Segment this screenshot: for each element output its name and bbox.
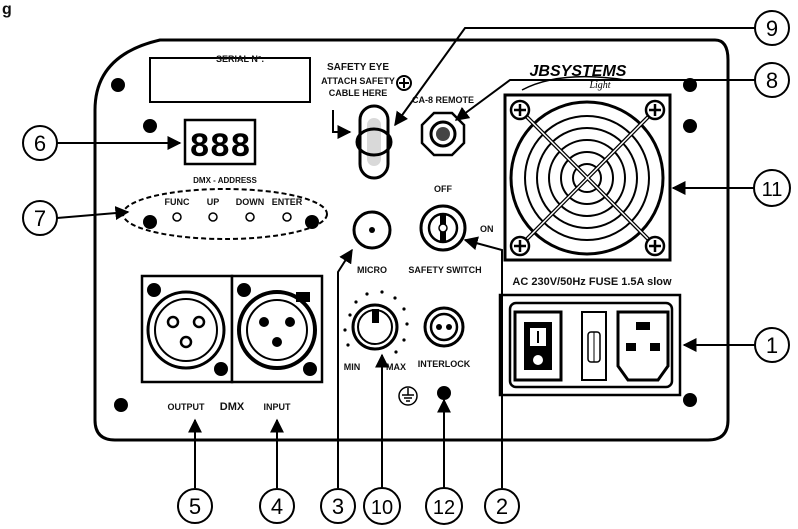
serial-plate — [149, 57, 311, 103]
safety-eye-title: SAFETY EYE — [327, 62, 389, 73]
callout-12: 12 — [433, 497, 455, 519]
interlock-label: INTERLOCK — [418, 359, 471, 369]
callout-8: 8 — [766, 68, 778, 93]
interlock-connector[interactable] — [423, 306, 465, 348]
header-title: g — [2, 1, 12, 18]
callout-3: 3 — [332, 494, 344, 519]
callout-10-circle — [363, 487, 401, 525]
callout-11-circle — [753, 169, 791, 207]
serial-label: SERIAL N°. — [216, 54, 264, 64]
safety-eye-arrow — [332, 110, 352, 139]
func-button[interactable] — [172, 212, 182, 222]
callout-4: 4 — [271, 494, 283, 519]
micro-sensitivity-knob[interactable] — [343, 290, 409, 354]
callout-5-circle — [177, 488, 213, 524]
iec-socket[interactable] — [616, 310, 670, 382]
down-button[interactable] — [245, 212, 255, 222]
interlock-cable-icon — [437, 386, 451, 400]
dmx-display — [183, 118, 257, 166]
panel-screws — [111, 78, 697, 412]
display-digits: 888 — [189, 129, 250, 167]
brand-name: JBSYSTEMS — [530, 63, 627, 80]
dmx-input-label: INPUT — [264, 402, 292, 412]
callout-9: 9 — [766, 16, 778, 41]
safety-switch-label: SAFETY SWITCH — [408, 265, 481, 275]
callout-1-circle — [754, 327, 790, 363]
menu-buttons — [172, 212, 292, 222]
safety-key-switch[interactable] — [419, 204, 467, 252]
button-label-func: FUNC — [165, 197, 190, 207]
safety-eye-line1: ATTACH SAFETY — [321, 76, 395, 86]
dmx-address-label: DMX - ADDRESS — [193, 176, 257, 185]
callout-1: 1 — [766, 333, 778, 358]
callout-7-circle — [22, 200, 58, 236]
callout-4-circle — [259, 488, 295, 524]
power-spec-label: AC 230V/50Hz FUSE 1.5A slow — [512, 276, 672, 288]
button-label-up: UP — [207, 197, 220, 207]
callout-leaders — [56, 27, 755, 488]
button-label-down: DOWN — [236, 197, 265, 207]
callout-12-circle — [425, 487, 463, 525]
remote-connector[interactable] — [420, 111, 466, 157]
callout-7: 7 — [34, 206, 46, 231]
power-switch[interactable] — [513, 310, 563, 382]
fuse-holder-icon — [581, 311, 607, 381]
ground-screw-icon — [396, 75, 412, 91]
switch-on-label: ON — [480, 224, 494, 234]
callout-6-circle — [22, 125, 58, 161]
brand-sub: Light — [588, 80, 610, 91]
dmx-output-label: OUTPUT — [168, 402, 206, 412]
switch-off-label: OFF — [434, 184, 452, 194]
up-button[interactable] — [208, 212, 218, 222]
callout-numbers: 9 8 6 7 11 1 5 4 3 10 12 2 — [34, 16, 783, 519]
callout-5: 5 — [189, 494, 201, 519]
dmx-label: DMX — [220, 401, 245, 413]
fan-grille — [503, 93, 672, 262]
micro-label: MICRO — [357, 265, 387, 275]
dmx-input-connector[interactable] — [230, 274, 324, 384]
knob-max-label: MAX — [386, 362, 406, 372]
micro-sensor — [352, 210, 392, 250]
safety-eye-icon — [355, 104, 393, 180]
callout-3-circle — [320, 488, 356, 524]
callout-10: 10 — [371, 497, 393, 519]
callout-9-circle — [754, 10, 790, 46]
callout-11: 11 — [762, 179, 783, 201]
safety-eye-line2: CABLE HERE — [329, 88, 388, 98]
button-label-enter: ENTER — [272, 197, 303, 207]
callout-6: 6 — [34, 131, 46, 156]
callout-2: 2 — [496, 494, 508, 519]
fan-screws — [509, 99, 666, 257]
dmx-output-connector[interactable] — [140, 274, 234, 384]
enter-button[interactable] — [282, 212, 292, 222]
callout-2-circle — [484, 488, 520, 524]
brand-swoosh — [521, 75, 626, 91]
remote-label: CA-8 REMOTE — [412, 95, 474, 105]
knob-min-label: MIN — [344, 362, 361, 372]
ground-symbol-icon — [398, 386, 418, 406]
callout-badges — [22, 10, 791, 525]
callout-8-circle — [754, 62, 790, 98]
